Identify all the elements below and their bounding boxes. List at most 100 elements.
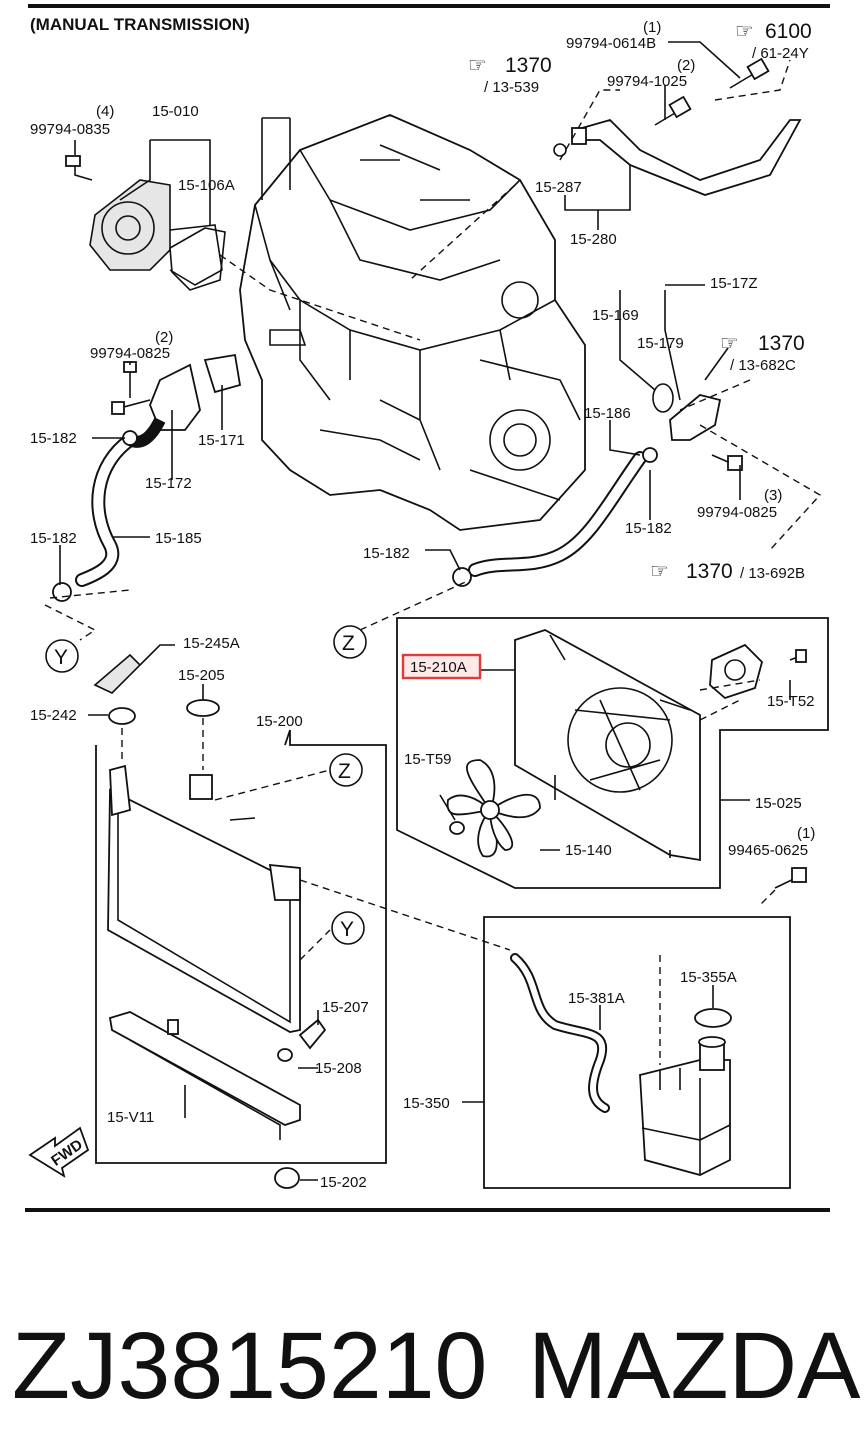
callout-index: (3)	[764, 487, 782, 504]
svg-text:1370: 1370	[686, 560, 733, 583]
svg-text:Z: Z	[342, 632, 355, 655]
svg-text:1370: 1370	[505, 54, 552, 77]
part-label: 15-202	[320, 1174, 367, 1191]
marker-z-radiator: Z	[329, 753, 363, 787]
marker-y-left: Y	[45, 639, 79, 673]
part-label: 99465-0625	[728, 842, 808, 859]
part-label: 15-205	[178, 667, 225, 684]
clamp	[452, 567, 472, 587]
part-label: 15-025	[755, 795, 802, 812]
part-label: 15-T59	[404, 751, 452, 768]
part-label: 15-355A	[680, 969, 737, 986]
part-label: 15-140	[565, 842, 612, 859]
hand-pointer-icon: ☞	[468, 54, 487, 77]
top-labels: (1) 99794-0614B (2) 99794-1025 (4) 99794…	[30, 19, 782, 562]
hand-pointer-icon: ☞	[650, 560, 669, 583]
svg-text:/ 13-682C: / 13-682C	[730, 357, 796, 374]
callout-index: (1)	[643, 19, 661, 36]
dashed-guides-top	[44, 59, 822, 641]
part-label: 99794-0614B	[566, 35, 656, 52]
part-label: 15-350	[403, 1095, 450, 1112]
right-thermostat	[652, 383, 743, 471]
part-label: 15-179	[637, 335, 684, 352]
ref-1370-top: ☞ 1370 / 13-539	[468, 54, 552, 96]
fan-shroud	[514, 629, 701, 862]
svg-text:Y: Y	[340, 918, 354, 941]
hand-pointer-icon: ☞	[720, 332, 739, 355]
callout-index: (4)	[96, 103, 114, 120]
lower-tank	[108, 1011, 301, 1140]
part-label: 15-171	[198, 432, 245, 449]
callout-index: (1)	[797, 825, 815, 842]
top-bolts	[654, 57, 770, 126]
fan-group-box	[396, 617, 829, 889]
part-label: 15-186	[584, 405, 631, 422]
reservoir-cap	[694, 985, 732, 1028]
drain-parts	[277, 1010, 327, 1069]
part-label: 15-17Z	[710, 275, 758, 292]
part-label: 15-182	[30, 430, 77, 447]
hand-pointer-icon: ☞	[735, 20, 754, 43]
part-label: 99794-1025	[607, 73, 687, 90]
reservoir-tank	[639, 1036, 731, 1176]
highlight-box	[401, 653, 482, 680]
part-label: 15-V11	[107, 1109, 154, 1126]
svg-text:Y: Y	[54, 646, 68, 669]
svg-text:1370: 1370	[758, 332, 805, 355]
bottom-drain-plug	[274, 1167, 318, 1189]
part-label: 15-182	[30, 530, 77, 547]
svg-text:/ 13-692B: / 13-692B	[740, 565, 805, 582]
overflow-hose	[510, 953, 610, 1113]
ref-1370-bottom: ☞ 1370 / 13-692B	[650, 560, 805, 583]
part-label: 15-208	[315, 1060, 362, 1077]
part-label: 99794-0835	[30, 121, 110, 138]
svg-text:6100: 6100	[765, 20, 812, 43]
part-label: 15-182	[363, 545, 410, 562]
part-label: 15-381A	[568, 990, 625, 1007]
radiator-caps	[88, 644, 220, 725]
svg-text:Z: Z	[338, 760, 351, 783]
callout-index: (2)	[677, 57, 695, 74]
part-label: 15-106A	[178, 177, 235, 194]
part-label: 15-T52	[767, 693, 815, 710]
water-pump	[65, 155, 223, 286]
marker-y-radiator: Y	[331, 911, 365, 945]
part-label: 99794-0825	[697, 504, 777, 521]
part-label: 15-200	[256, 713, 303, 730]
fan-blade	[446, 759, 541, 858]
part-label: 15-242	[30, 707, 77, 724]
part-label: 99794-0825	[90, 345, 170, 362]
nut-t59	[439, 794, 465, 835]
part-label: 15-169	[592, 307, 639, 324]
reservoir-group-box	[483, 916, 791, 1189]
part-label: 15-207	[322, 999, 369, 1016]
callout-index: (2)	[155, 329, 173, 346]
gasket	[169, 227, 226, 291]
bolt-99465	[774, 867, 807, 889]
radiator	[107, 764, 301, 1033]
fan-motor	[709, 643, 764, 700]
part-number: ZJ3815210	[12, 1313, 487, 1419]
part-label: 15-182	[625, 520, 672, 537]
part-label: 15-010	[152, 103, 199, 120]
svg-text:/ 13-539: / 13-539	[484, 79, 539, 96]
part-label: 15-287	[535, 179, 582, 196]
radiator-group-box	[95, 729, 387, 1164]
ref-6100: ☞ 6100 / 61-24Y	[735, 20, 812, 62]
screw-t52	[789, 649, 807, 700]
svg-text:/ 61-24Y: / 61-24Y	[752, 45, 809, 62]
diagram-title: (MANUAL TRANSMISSION)	[30, 15, 250, 34]
fwd-arrow-icon: FWD	[28, 1126, 90, 1178]
cap-15-245A	[93, 653, 142, 694]
leader-lines-top	[59, 41, 741, 585]
brand-name: MAZDA	[528, 1313, 861, 1419]
part-label: 15-245A	[183, 635, 240, 652]
engine-block	[239, 114, 586, 531]
clamp	[52, 582, 72, 602]
part-label: 15-185	[155, 530, 202, 547]
part-label: 15-172	[145, 475, 192, 492]
ref-1370-right: ☞ 1370 / 13-682C	[720, 332, 805, 374]
clamp	[642, 447, 658, 463]
marker-z-top: Z	[333, 625, 367, 659]
